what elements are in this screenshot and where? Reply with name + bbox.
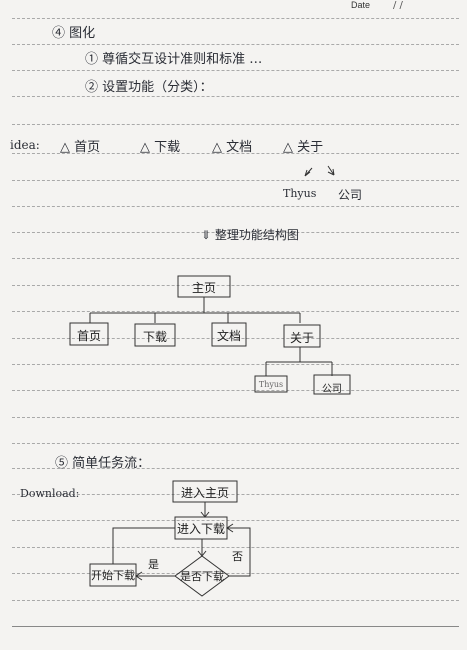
sub-about-company: 公司: [338, 188, 363, 202]
ruled-line: [12, 180, 459, 181]
item-1-text: ① 尊循交互设计准则和标准 …: [85, 52, 263, 67]
ruled-line: [12, 232, 459, 233]
architecture-title: ⇓ 整理功能结构图: [201, 228, 299, 242]
flow-result-label: 开始下载: [91, 569, 135, 582]
ruled-line: [12, 417, 459, 418]
ruled-line: [12, 520, 459, 521]
ruled-line: [12, 206, 459, 207]
flow-enter-download-label: 进入下载: [176, 522, 225, 536]
tree-child-box: [211, 322, 247, 347]
flow-decision-diamond: [174, 555, 230, 597]
tree-child-about: 关于: [289, 331, 314, 345]
sub-about-thyus: Thyus: [283, 187, 317, 200]
idea-item-docs: △ 文档: [212, 140, 253, 155]
date-slashes: / /: [393, 0, 403, 11]
tree-child-home: 首页: [76, 329, 101, 343]
ruled-line: [12, 443, 459, 444]
tree-grandchild-box: [313, 374, 351, 395]
ruled-line: [12, 547, 459, 548]
ruled-line: [12, 70, 459, 71]
ruled-line: [12, 124, 459, 125]
ruled-line: [12, 364, 459, 365]
ruled-line: [12, 44, 459, 45]
ruled-line: [12, 338, 459, 339]
ruled-line: [12, 153, 459, 154]
download-label: Download:: [20, 487, 80, 500]
arrow-to-thyus: [304, 167, 313, 177]
flow-decision-label: 是否下载: [180, 570, 224, 583]
tree-child-box: [283, 324, 321, 348]
arrow-to-company: [327, 165, 335, 176]
ruled-line: [12, 468, 459, 469]
ruled-line: [12, 285, 459, 286]
idea-label: idea:: [10, 138, 40, 152]
ruled-line: [12, 18, 459, 19]
ruled-line: [12, 258, 459, 259]
tree-child-box: [69, 322, 109, 346]
tree-child-box: [134, 323, 176, 347]
ruled-line: [12, 494, 459, 495]
tree-grandchild-thyus: Thyus: [258, 380, 284, 389]
tree-child-download: 下载: [142, 330, 167, 344]
ruled-line: [12, 573, 459, 574]
idea-item-home: △ 首页: [60, 140, 101, 155]
date-label: Date: [351, 0, 371, 10]
idea-item-download: △ 下载: [140, 140, 181, 155]
idea-item-about: △ 关于: [283, 140, 324, 155]
tree-root-label: 主页: [191, 281, 216, 295]
flow-yes-label: 是: [148, 558, 159, 571]
ruled-line: [12, 390, 459, 391]
ruled-line: [12, 626, 459, 627]
tree-child-docs: 文档: [216, 329, 241, 343]
tree-grandchild-company: 公司: [322, 384, 342, 395]
ruled-line: [12, 600, 459, 601]
flow-no-label: 否: [232, 550, 243, 563]
ruled-line: [12, 96, 459, 97]
flow-enter-home-label: 进入主页: [180, 486, 229, 500]
tree-grandchild-box: [254, 375, 288, 393]
item-2-text: ② 设置功能（分类）：: [85, 80, 213, 95]
section-4-title: ④ 图化: [52, 26, 96, 41]
section-5-title: ⑤ 简单任务流：: [55, 456, 151, 471]
ruled-line: [12, 311, 459, 312]
